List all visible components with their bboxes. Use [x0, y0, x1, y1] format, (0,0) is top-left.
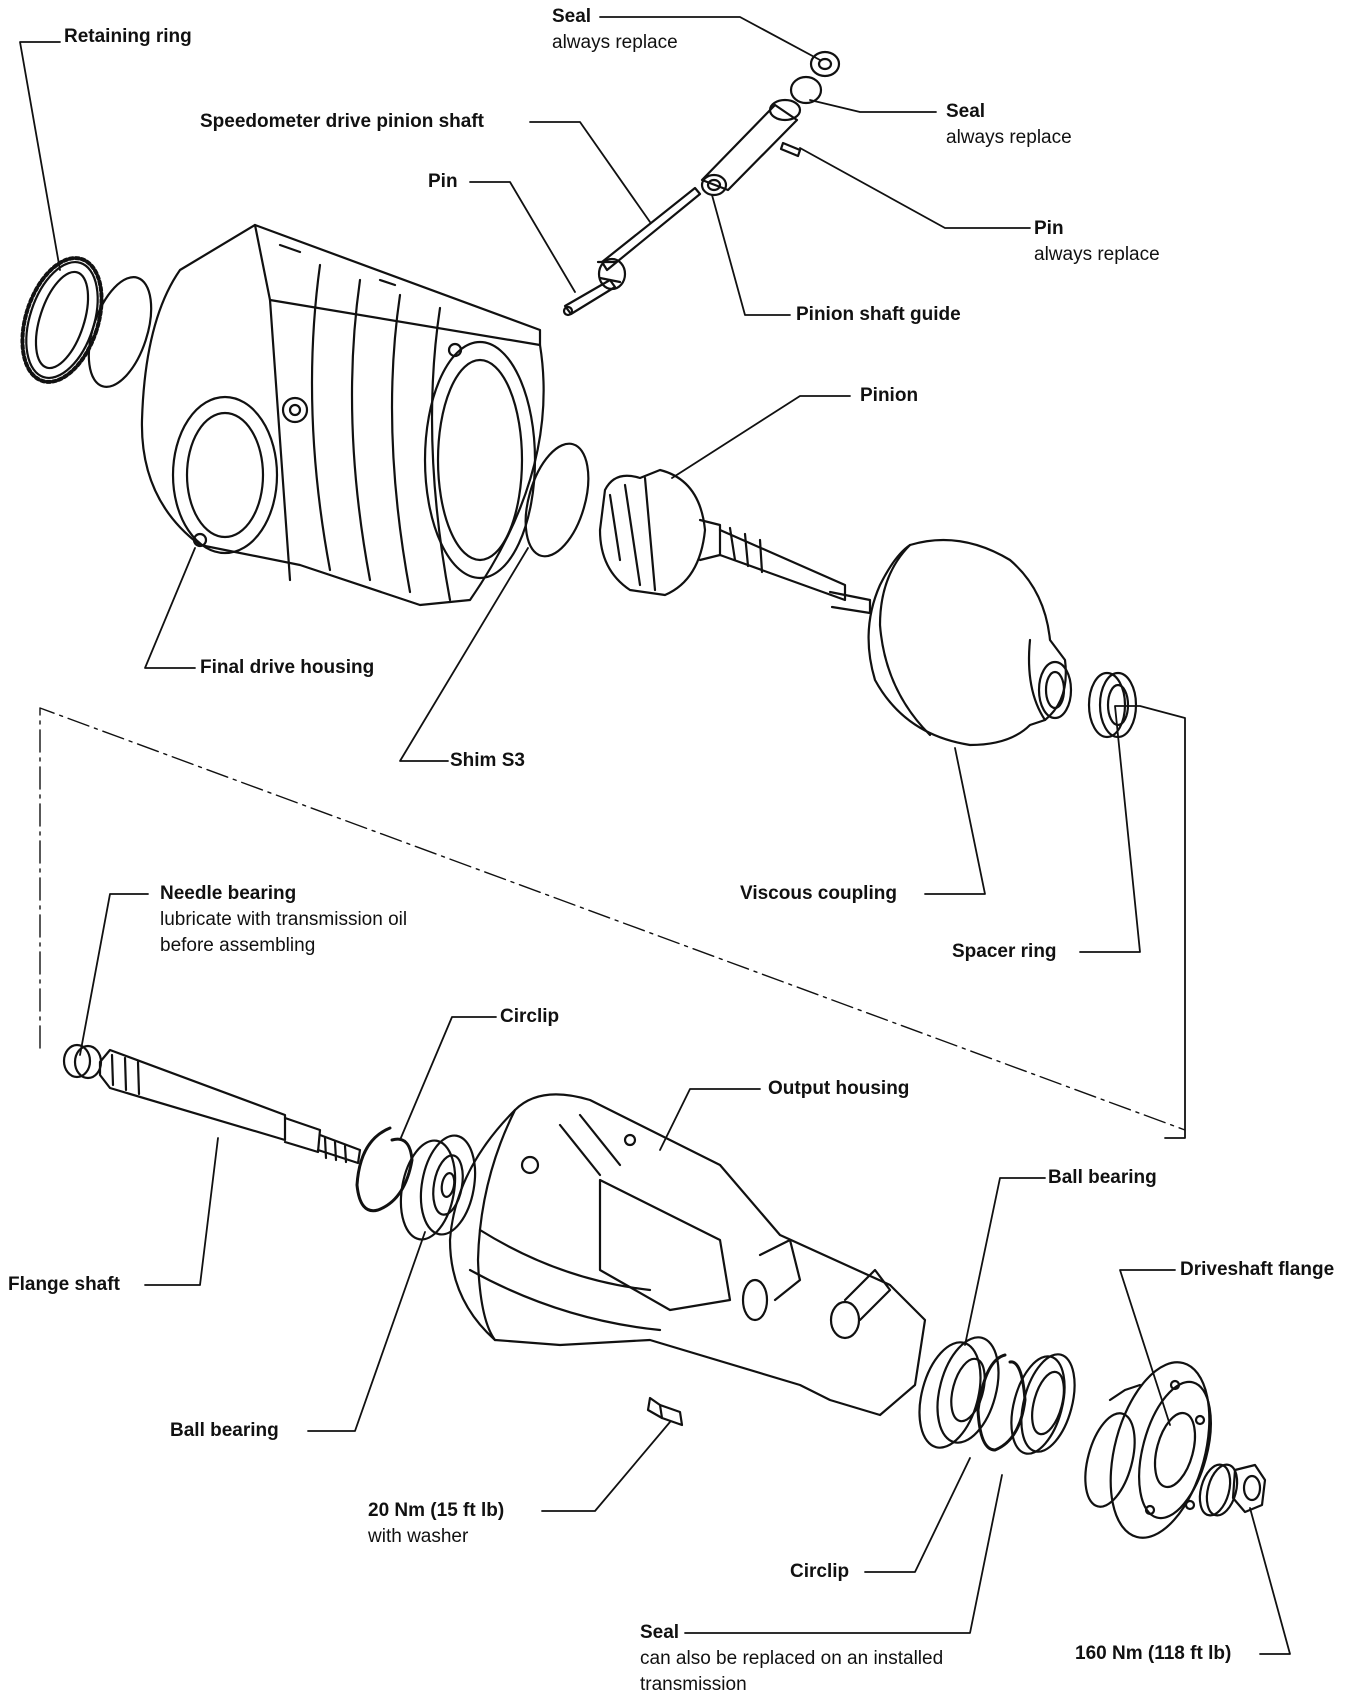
label-final-drive-housing: Final drive housing: [200, 655, 374, 681]
needle-bearing-part: [62, 1043, 103, 1080]
label-torque-20nm-title: 20 Nm (15 ft lb): [368, 1500, 505, 1521]
bolt-20nm-part: [646, 1396, 684, 1427]
label-pin-right: Pin always replace: [1034, 216, 1160, 268]
label-driveshaft-flange-title: Driveshaft flange: [1180, 1259, 1335, 1280]
label-speedometer-drive-pinion-shaft-title: Speedometer drive pinion shaft: [200, 111, 484, 132]
pinion-shaft-guide-part: [700, 98, 802, 197]
label-spacer-ring: Spacer ring: [952, 939, 1057, 965]
label-pinion-title: Pinion: [860, 385, 919, 406]
retaining-ring-part: [20, 256, 104, 384]
label-flange-shaft-title: Flange shaft: [8, 1274, 120, 1295]
label-circlip-top: Circlip: [500, 1004, 559, 1030]
output-housing-part: [448, 1093, 927, 1417]
o-ring-part: [87, 276, 153, 388]
seal-top-part: [809, 50, 841, 78]
label-torque-160nm-title: 160 Nm (118 ft lb): [1075, 1643, 1232, 1664]
label-viscous-coupling: Viscous coupling: [740, 881, 897, 907]
label-seal-bottom: Seal can also be replaced on an installe…: [640, 1620, 943, 1698]
label-torque-20nm: 20 Nm (15 ft lb) with washer: [368, 1498, 504, 1550]
label-circlip-top-title: Circlip: [500, 1006, 560, 1027]
washer-part: [1198, 1463, 1239, 1517]
label-pin-right-title: Pin: [1034, 218, 1064, 239]
label-seal-top: Seal always replace: [552, 4, 678, 56]
speedometer-drive-pinion-shaft-part: [596, 186, 702, 291]
label-ball-bearing-left-title: Ball bearing: [170, 1420, 279, 1441]
seal-right-part: [789, 75, 823, 105]
label-circlip-bottom-title: Circlip: [790, 1561, 850, 1582]
label-viscous-coupling-title: Viscous coupling: [740, 883, 897, 904]
ball-bearing-right-part: [918, 1336, 1000, 1449]
label-seal-bottom-note2: transmission: [640, 1674, 747, 1695]
assembly-axis-line: [39, 707, 1186, 1131]
label-pin-left: Pin: [428, 169, 458, 195]
label-spacer-ring-title: Spacer ring: [952, 941, 1057, 962]
label-pin-left-title: Pin: [428, 171, 458, 192]
label-pinion: Pinion: [860, 383, 918, 409]
leader-lines: [19, 16, 1291, 1655]
label-seal-top-note: always replace: [552, 32, 678, 53]
flange-shaft-part: [98, 1048, 362, 1165]
label-ball-bearing-right: Ball bearing: [1048, 1165, 1157, 1191]
label-seal-right-title: Seal: [946, 101, 986, 122]
label-pinion-shaft-guide-title: Pinion shaft guide: [796, 304, 961, 325]
label-ball-bearing-left: Ball bearing: [170, 1418, 279, 1444]
label-driveshaft-flange: Driveshaft flange: [1180, 1257, 1334, 1283]
label-speedometer-drive-pinion-shaft: Speedometer drive pinion shaft: [200, 109, 484, 135]
label-seal-bottom-note1: can also be replaced on an installed: [640, 1648, 944, 1669]
label-shim-s3: Shim S3: [450, 748, 525, 774]
label-pinion-shaft-guide: Pinion shaft guide: [796, 302, 961, 328]
label-flange-shaft: Flange shaft: [8, 1272, 120, 1298]
viscous-coupling-part: [867, 538, 1073, 747]
label-retaining-ring: Retaining ring: [64, 24, 192, 50]
label-torque-20nm-note: with washer: [368, 1526, 469, 1547]
label-needle-bearing-note2: before assembling: [160, 935, 316, 956]
circlip-top-part: [355, 1126, 414, 1213]
circlip-bottom-part: [976, 1353, 1027, 1452]
label-shim-s3-title: Shim S3: [450, 750, 525, 771]
label-pin-right-note: always replace: [1034, 244, 1160, 265]
label-needle-bearing-note1: lubricate with transmission oil: [160, 909, 408, 930]
label-seal-bottom-title: Seal: [640, 1622, 680, 1643]
label-output-housing-title: Output housing: [768, 1078, 910, 1099]
nut-160nm-part: [1231, 1463, 1267, 1514]
pin-right-part: [779, 141, 802, 158]
ball-bearing-left-part: [399, 1134, 477, 1241]
seal-top-inner: [817, 57, 833, 71]
label-circlip-bottom: Circlip: [790, 1559, 849, 1585]
pin-left-part: [562, 278, 617, 317]
shim-s3-part: [524, 442, 590, 558]
label-final-drive-housing-title: Final drive housing: [200, 657, 375, 678]
label-needle-bearing-title: Needle bearing: [160, 883, 297, 904]
final-drive-housing-part: [140, 223, 545, 607]
label-needle-bearing: Needle bearing lubricate with transmissi…: [160, 881, 407, 959]
pinion-part: [598, 468, 872, 615]
label-ball-bearing-right-title: Ball bearing: [1048, 1167, 1157, 1188]
label-seal-top-title: Seal: [552, 6, 592, 27]
label-seal-right-note: always replace: [946, 127, 1072, 148]
seal-bottom-part: [1010, 1353, 1076, 1455]
driveshaft-flange-part: [1084, 1361, 1212, 1539]
label-retaining-ring-title: Retaining ring: [64, 26, 192, 47]
label-output-housing: Output housing: [768, 1076, 909, 1102]
spacer-ring-part: [1087, 671, 1138, 739]
label-seal-right: Seal always replace: [946, 99, 1072, 151]
label-torque-160nm: 160 Nm (118 ft lb): [1075, 1641, 1231, 1667]
